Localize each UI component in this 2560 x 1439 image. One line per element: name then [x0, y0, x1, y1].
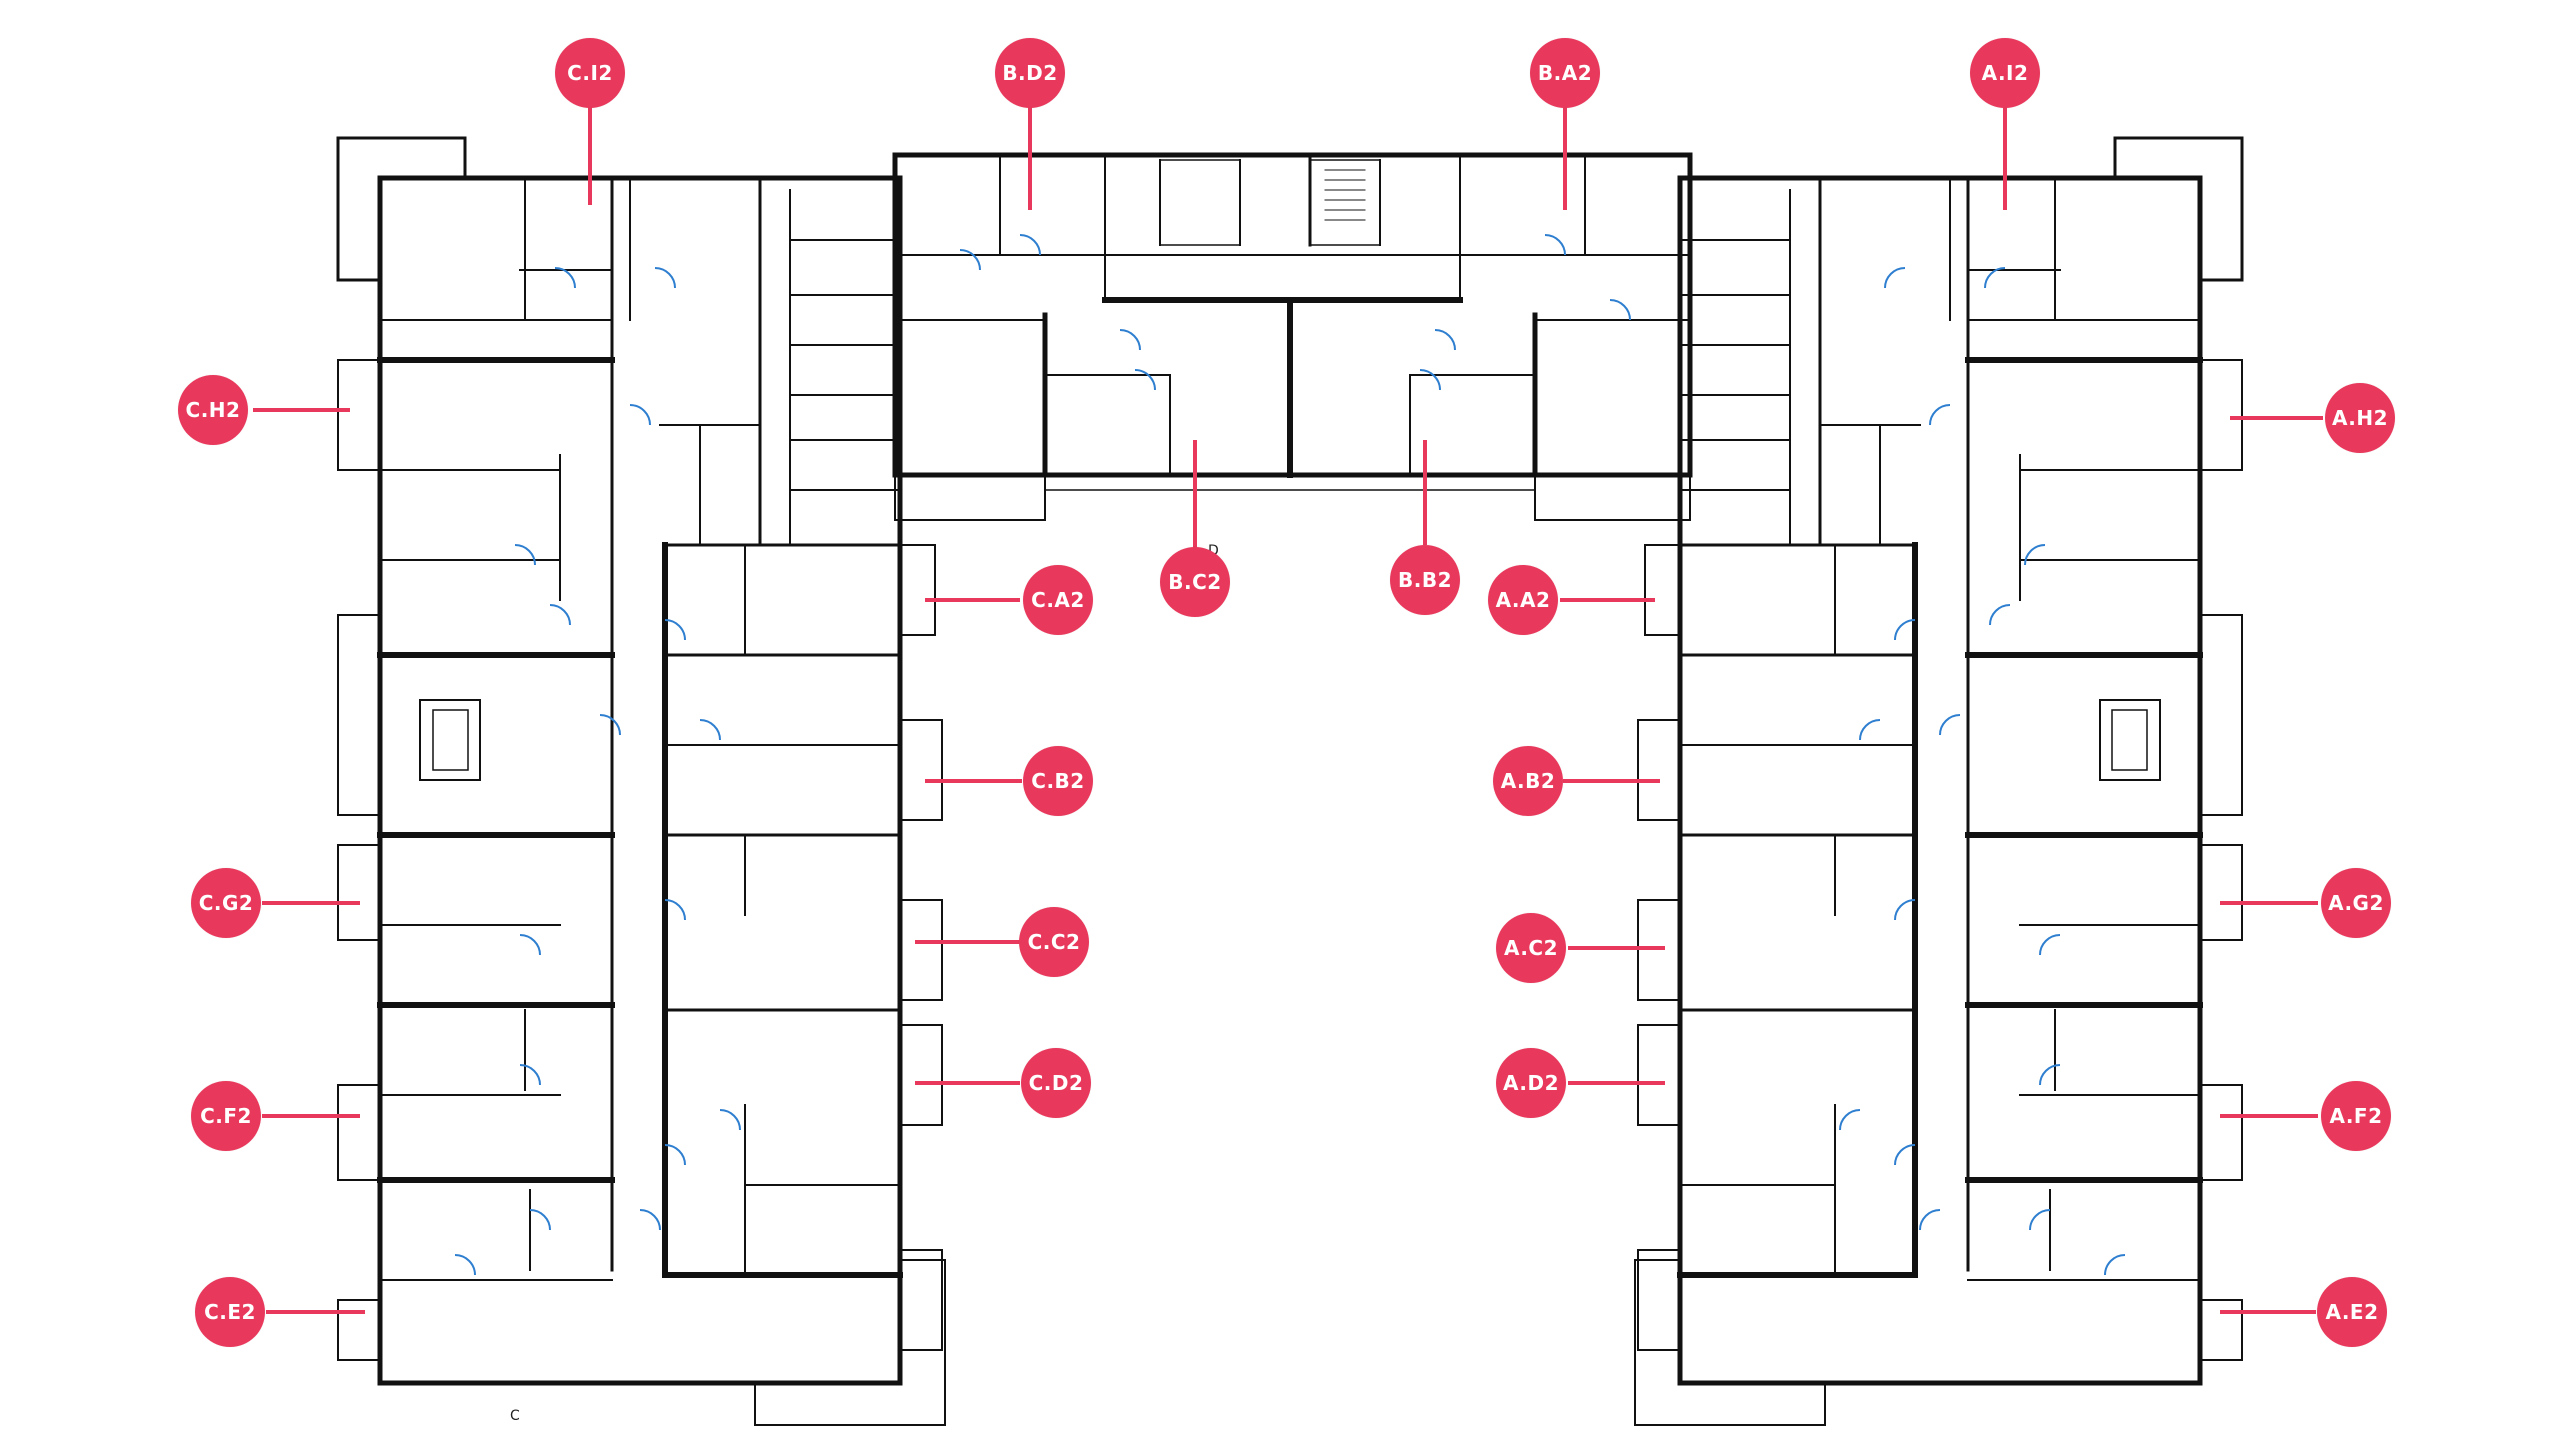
- plan-letter-d: D: [1208, 543, 1219, 559]
- marker-c-h2[interactable]: C.H2: [178, 375, 248, 445]
- marker-b-b2[interactable]: B.B2: [1390, 545, 1460, 615]
- marker-c-f2[interactable]: C.F2: [191, 1081, 261, 1151]
- marker-c-c2[interactable]: C.C2: [1019, 907, 1089, 977]
- plan-letter-c: C: [510, 1408, 520, 1424]
- marker-c-i2[interactable]: C.I2: [555, 38, 625, 108]
- marker-a-i2[interactable]: A.I2: [1970, 38, 2040, 108]
- marker-c-b2[interactable]: C.B2: [1023, 746, 1093, 816]
- marker-a-g2[interactable]: A.G2: [2321, 868, 2391, 938]
- wing-a: [1634, 136, 2244, 1426]
- door-swings: [454, 234, 2126, 1276]
- marker-c-e2[interactable]: C.E2: [195, 1277, 265, 1347]
- wing-b: [892, 152, 1693, 521]
- marker-a-h2[interactable]: A.H2: [2325, 383, 2395, 453]
- marker-a-d2[interactable]: A.D2: [1496, 1048, 1566, 1118]
- wing-c-top-stub: [336, 136, 467, 180]
- marker-a-f2[interactable]: A.F2: [2321, 1081, 2391, 1151]
- marker-a-c2[interactable]: A.C2: [1496, 913, 1566, 983]
- marker-a-e2[interactable]: A.E2: [2317, 1277, 2387, 1347]
- marker-a-a2[interactable]: A.A2: [1488, 565, 1558, 635]
- marker-b-c2[interactable]: B.C2: [1160, 547, 1230, 617]
- marker-c-a2[interactable]: C.A2: [1023, 565, 1093, 635]
- marker-a-b2[interactable]: A.B2: [1493, 746, 1563, 816]
- marker-c-g2[interactable]: C.G2: [191, 868, 261, 938]
- marker-b-a2[interactable]: B.A2: [1530, 38, 1600, 108]
- marker-b-d2[interactable]: B.D2: [995, 38, 1065, 108]
- wing-c: [336, 136, 946, 1426]
- marker-c-d2[interactable]: C.D2: [1021, 1048, 1091, 1118]
- leader-lines: [253, 105, 2323, 1314]
